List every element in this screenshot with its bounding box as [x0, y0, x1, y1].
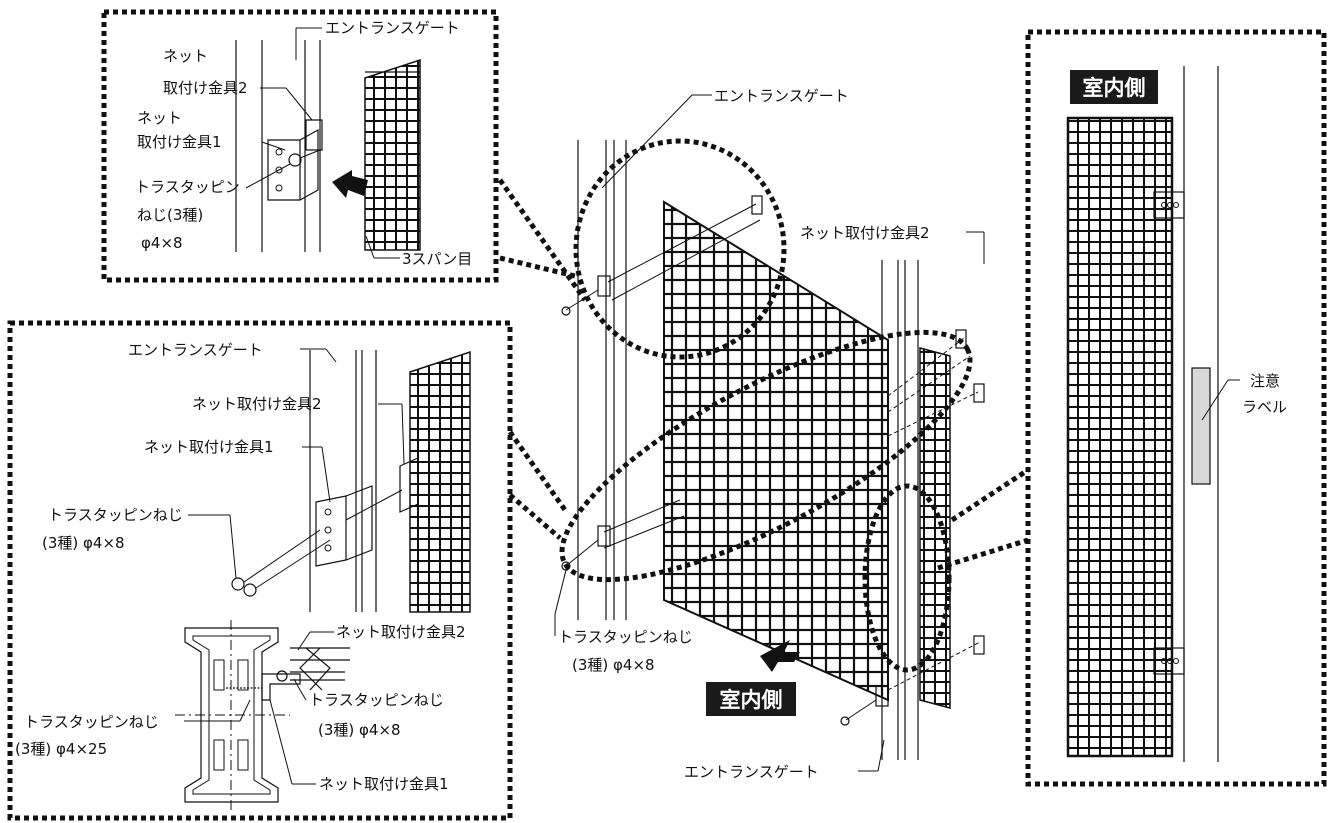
label-section-screw-b-line2: (3種) φ4×25 — [15, 740, 107, 758]
connector-line — [507, 430, 568, 512]
label-bracket1: ネット取付け金具1 — [144, 438, 274, 456]
panel-border — [101, 9, 499, 283]
gate-post-elevation — [1183, 66, 1219, 762]
label-bracket1-line1: ネット — [137, 109, 182, 127]
gate-post — [235, 40, 321, 252]
label-bracket2: ネット取付け金具2 — [800, 224, 930, 242]
caution-label-rect — [1191, 367, 1211, 485]
screw-drawing — [231, 529, 331, 597]
zoom-ellipse-middle — [559, 329, 973, 583]
bracket-guides — [597, 195, 985, 707]
screw-drawing — [288, 149, 321, 167]
label-caution-line1: 注意 — [1250, 372, 1280, 390]
mesh-piece — [409, 350, 471, 613]
label-section-screw-a-line1: トラスタッピンねじ — [309, 691, 444, 709]
label-screw-line1: トラスタッピンねじ — [558, 628, 693, 646]
label-screw-line2: (3種) φ4×8 — [572, 656, 655, 674]
label-bracket2: ネット取付け金具2 — [192, 395, 322, 413]
connector-line — [937, 537, 1029, 571]
label-gate-top: エントランスゲート — [714, 87, 849, 105]
connector-line — [499, 255, 576, 279]
post-cross-section — [175, 620, 350, 810]
label-screw-line3: φ4×8 — [141, 234, 183, 252]
label-screw-line1: トラスタッピンねじ — [48, 506, 183, 524]
label-bracket1-line2: 取付け金具1 — [137, 133, 222, 151]
connector-line — [497, 178, 588, 302]
label-gate: エントランスゲート — [325, 19, 460, 37]
bracket-1-drawing — [267, 128, 319, 201]
mesh-piece — [364, 58, 421, 251]
label-screw-line1: トラスタッピン — [135, 178, 240, 196]
label-gate-bottom: エントランスゲート — [684, 763, 819, 781]
gate-post — [309, 350, 377, 612]
insert-arrow — [332, 170, 368, 198]
label-screw-line2: (3種) φ4×8 — [42, 534, 125, 552]
label-caution-line2: ラベル — [1242, 398, 1287, 416]
connector-line — [950, 467, 1030, 523]
label-section-screw-a-line2: (3種) φ4×8 — [318, 721, 401, 739]
bracket-1-drawing — [315, 485, 403, 567]
zoom-circle-right — [862, 483, 952, 673]
label-section-bracket1: ネット取付け金具1 — [319, 775, 449, 793]
indoor-badge — [706, 682, 796, 716]
bracket-elevation — [1153, 191, 1185, 675]
panel-border — [1025, 29, 1327, 787]
label-span: 3スパン目 — [402, 250, 472, 268]
zoom-circle-top — [573, 138, 787, 360]
label-bracket2-line2: 取付け金具2 — [163, 79, 248, 97]
center-assembly: エントランスゲート ネット取付け金具2 トラスタッピンねじ (3種) φ4×8 … — [554, 87, 985, 781]
mesh-panel — [663, 200, 889, 702]
detail-panel-top-left: エントランスゲート ネット 取付け金具2 ネット 取付け金具1 トラスタッピン … — [101, 9, 499, 283]
bracket-2-drawing — [305, 119, 323, 151]
label-indoor: 室内側 — [720, 688, 783, 712]
label-section-bracket2: ネット取付け金具2 — [336, 623, 466, 641]
label-indoor: 室内側 — [1083, 76, 1146, 100]
bracket-2-drawing — [399, 457, 419, 513]
mesh-panel-side — [919, 347, 951, 709]
label-bracket2-line1: ネット — [163, 47, 208, 65]
panel-border — [7, 320, 513, 821]
indoor-badge — [1070, 70, 1158, 104]
label-screw-line2: ねじ(3種) — [137, 206, 203, 224]
gate-post-left — [577, 140, 627, 620]
label-section-screw-b-line1: トラスタッピンねじ — [24, 713, 159, 731]
mesh-elevation — [1066, 116, 1174, 758]
indoor-arrow — [760, 640, 800, 672]
connector-line — [508, 493, 562, 540]
detail-panel-bottom-left: エントランスゲート ネット取付け金具2 ネット取付け金具1 トラスタッピンねじ … — [7, 320, 513, 821]
label-gate: エントランスゲート — [128, 341, 263, 359]
detail-panel-right: 室内側 注意 ラベル — [1025, 29, 1327, 787]
